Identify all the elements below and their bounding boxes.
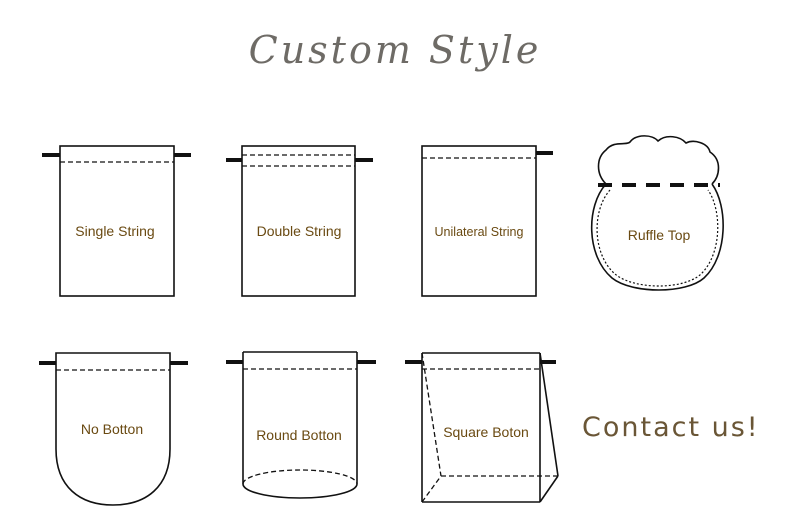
- page-title: Custom Style: [248, 28, 542, 72]
- style-label: Double String: [257, 223, 342, 239]
- style-label: Single String: [75, 223, 154, 239]
- bag-square-bottom: Square Boton: [405, 352, 559, 503]
- style-label: Ruffle Top: [628, 227, 691, 243]
- bag-outline: [590, 183, 724, 291]
- bag-round-bottom: Round Botton: [226, 351, 376, 499]
- bag-ruffle-top: Ruffle Top: [590, 135, 724, 291]
- bag-outline: [421, 145, 537, 297]
- style-label: Round Botton: [256, 427, 342, 443]
- style-label: Unilateral String: [435, 225, 524, 239]
- style-label: Square Boton: [443, 424, 529, 440]
- bag-single-string: Single String: [42, 145, 191, 297]
- bag-unilateral-string: Unilateral String: [421, 145, 553, 297]
- hidden-base-side: [421, 475, 442, 503]
- base-back: [242, 469, 358, 485]
- ruffle-edge: [597, 135, 720, 185]
- hidden-fold-line: [421, 352, 442, 477]
- stitch-line: [596, 189, 719, 287]
- contact-us-text[interactable]: Contact us!: [582, 412, 760, 443]
- bag-outline: [59, 145, 175, 297]
- style-label: No Botton: [81, 421, 143, 437]
- gusset-bottom-edge: [539, 475, 559, 503]
- bag-outline: [241, 145, 356, 297]
- base-front: [242, 483, 358, 499]
- bag-double-string: Double String: [226, 145, 373, 297]
- bag-outline: [55, 352, 171, 506]
- bag-no-bottom: No Botton: [39, 352, 188, 506]
- gusset-outer-edge: [539, 352, 559, 477]
